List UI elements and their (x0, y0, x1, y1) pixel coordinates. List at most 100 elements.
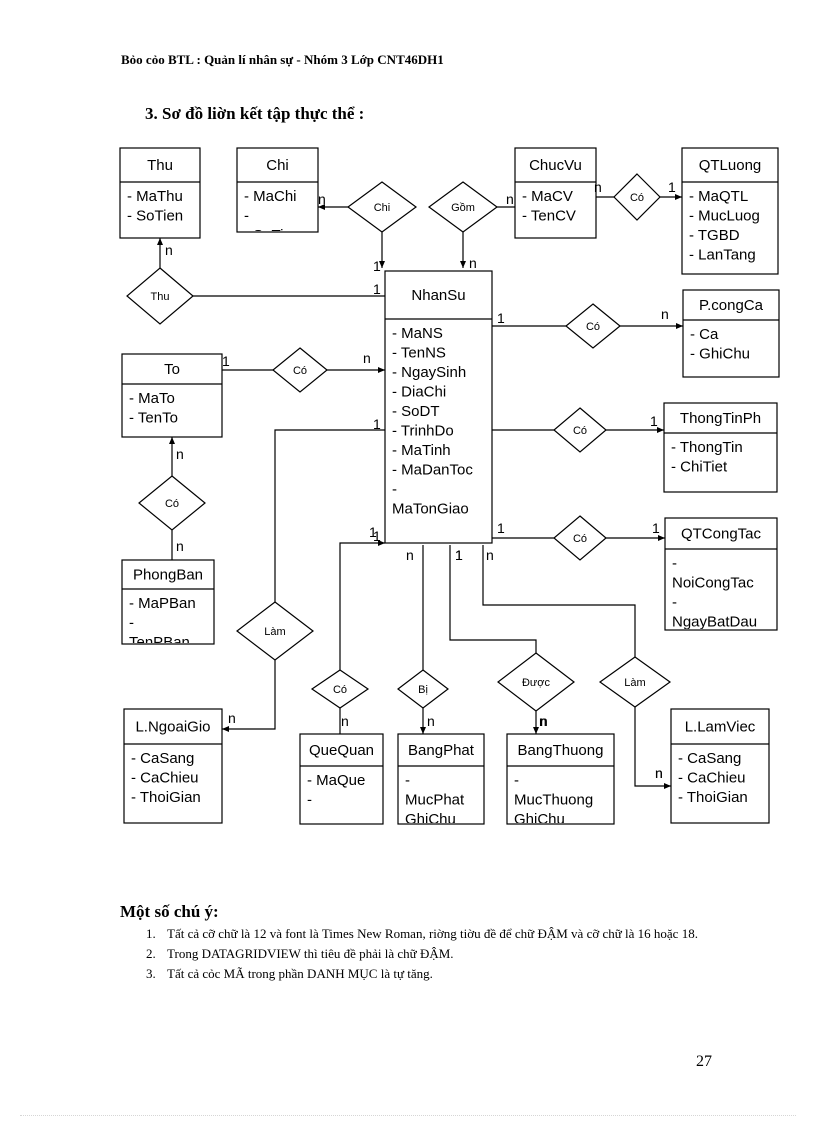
entity-box (236, 147, 319, 233)
cardinality-label: 1 (455, 547, 463, 563)
relationship-r_bi: Bị (397, 669, 449, 709)
relationship-diamond (613, 173, 661, 221)
relationship-diamond (497, 652, 575, 712)
relationship-label: Gồm (451, 202, 475, 214)
entity-attribute: - TrinhDo (392, 423, 454, 440)
arrow-head (658, 535, 665, 541)
cardinality-label: n (318, 191, 326, 207)
entity-name: L.NgoaiGio (135, 719, 210, 736)
entity-quequan: QueQuan- MaQue- (299, 733, 384, 825)
entity-box (514, 147, 597, 239)
cardinality-label: n (341, 713, 349, 729)
entity-attribute: - ThoiGian (131, 789, 201, 806)
arrow-head (420, 727, 426, 734)
arrow-head (378, 367, 385, 373)
relationship-label: Bị (418, 684, 428, 696)
entity-llamviec: L.LamViec- CaSang- CaChieu- ThoiGian (670, 708, 770, 824)
entity-attribute: - MaThu (127, 188, 183, 205)
entity-lngoaigio: L.NgoaiGio- CaSang- CaChieu- ThoiGian (123, 708, 223, 824)
cardinality-label: n (486, 547, 494, 563)
note-text: Tất cả cỏc MÃ trong phần DANH MỤC là tự … (167, 966, 433, 981)
cardinality-label: n (506, 191, 514, 207)
note-text: Trong DATAGRIDVIEW thì tiêu đề phải là c… (167, 946, 454, 961)
entity-attribute: MucThuong (514, 792, 593, 809)
note-text: Tất cả cỡ chữ là 12 và font là Times New… (167, 926, 698, 941)
entity-attribute: NgayBatDau (672, 614, 757, 631)
entity-name: ChucVu (529, 157, 582, 174)
report-header: Bỏo cỏo BTL : Quản lí nhân sự - Nhóm 3 L… (121, 52, 444, 67)
entity-name: To (164, 361, 180, 378)
cardinality-label: 1 (373, 258, 381, 274)
cardinality-label: n (176, 538, 184, 554)
cardinality-label: n (655, 765, 663, 781)
relationship-diamond (272, 347, 328, 393)
entity-name: QTLuong (699, 157, 762, 174)
connector-line (222, 660, 276, 730)
cardinality-label: n (540, 713, 548, 729)
cardinality-label: 1 (668, 179, 676, 195)
entity-attribute: - MaNS (392, 325, 443, 342)
entity-attribute: - MaPBan (129, 595, 196, 612)
entity-attribute: GhiChu (405, 811, 456, 828)
entity-box (397, 733, 485, 825)
entity-attribute: - MaDanToc (392, 462, 473, 479)
arrow-head (460, 261, 466, 268)
relationship-label: Chi (374, 202, 391, 214)
entity-box (121, 559, 215, 645)
entity-box (299, 733, 384, 825)
relationship-label: Có (333, 684, 347, 696)
arrow-head (318, 204, 325, 210)
entity-attribute: - TenCV (522, 208, 576, 225)
cardinality-label: 1 (652, 520, 660, 536)
cardinality-label: 1 (497, 310, 505, 326)
cardinality-label: n (539, 713, 547, 729)
entity-name: QueQuan (309, 742, 374, 759)
entity-name: ThongTinPh (680, 410, 761, 427)
relationship-diamond (346, 181, 418, 233)
relationship-label: Có (165, 498, 179, 510)
notes-title: Một số chú ý: (120, 902, 219, 921)
relationship-r_duoc: Được (497, 652, 575, 712)
relationship-r_co_qq: Có (310, 669, 370, 709)
cardinality-label: n (594, 179, 602, 195)
entity-name: P.congCa (699, 297, 764, 314)
cardinality-label: 1 (369, 524, 377, 540)
relationship-diamond (126, 267, 194, 325)
relationship-label: Có (573, 425, 587, 437)
cardinality-label: 1 (373, 528, 381, 544)
relationship-label: Làm (264, 626, 285, 638)
entity-box (123, 708, 223, 824)
note-number: 2. (146, 946, 156, 961)
entity-attribute: - GhiChu (690, 346, 750, 363)
entity-attribute: - CaChieu (678, 770, 746, 787)
arrow-head (533, 727, 539, 734)
entity-box (121, 353, 223, 438)
arrow-head (379, 261, 385, 268)
notes-list: 1. Tất cả cỡ chữ là 12 và font là Times … (146, 924, 726, 984)
cardinality-label: 1 (373, 281, 381, 297)
relationship-label: Có (293, 365, 307, 377)
cardinality-label: n (363, 350, 371, 366)
relationship-diamond (236, 601, 314, 661)
entity-box (664, 517, 778, 631)
entity-attribute: - MaQTL (689, 188, 748, 205)
arrow-head (676, 323, 683, 329)
entity-attribute: - ChiTiet (671, 459, 728, 476)
entity-attribute: MaTonGiao (392, 501, 469, 518)
connector-line (634, 707, 671, 787)
entity-attribute: - MaCV (522, 188, 573, 205)
relationship-label: Làm (624, 677, 645, 689)
cardinality-label: n (427, 713, 435, 729)
entity-attribute: - LanTang (689, 247, 756, 264)
note-number: 1. (146, 926, 156, 941)
entity-nhansu: NhanSu- MaNS- TenNS- NgaySinh- DiaChi- S… (384, 270, 493, 544)
entity-qtluong: QTLuong- MaQTL- MucLuog- TGBD- LanTang (681, 147, 779, 275)
entity-attribute: - TGBD (689, 227, 740, 244)
relationship-diamond (427, 181, 499, 233)
cardinality-label: 1 (373, 416, 381, 432)
entity-attribute: - MaTinh (392, 442, 451, 459)
relationship-diamond (598, 656, 672, 708)
entity-name: Chi (266, 157, 289, 174)
entity-box (663, 402, 778, 493)
